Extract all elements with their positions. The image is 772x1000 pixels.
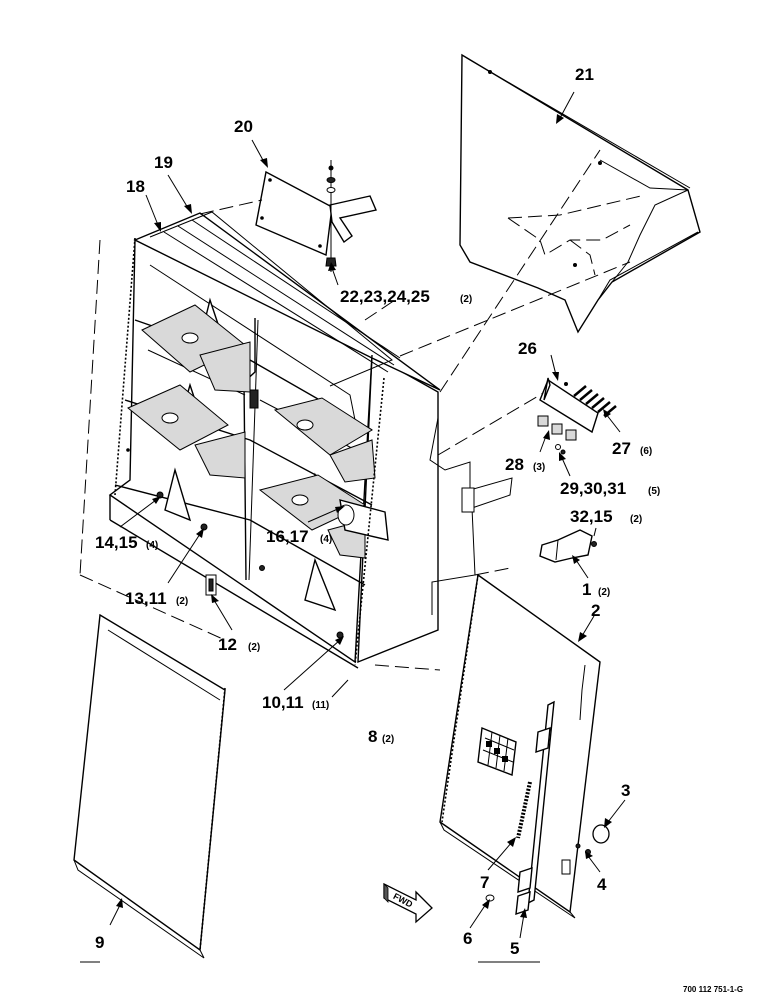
callout-9: 9 — [95, 933, 104, 952]
callout-2: 2 — [591, 601, 600, 620]
callout-32-15-qty: (2) — [630, 514, 642, 525]
callout-10-11-qty: (11) — [312, 700, 329, 711]
callout-1-qty: (2) — [598, 587, 610, 598]
figure-number: 700 112 751-1-G — [683, 985, 743, 994]
callout-29-31-qty: (5) — [648, 486, 660, 497]
shield-part-21 — [459, 53, 701, 334]
callout-29-31: 29,30,31 — [560, 479, 626, 498]
callout-13-11: 13,11 — [125, 589, 167, 608]
spring-part-7 — [516, 781, 532, 839]
chute-bracket-16-17 — [337, 499, 389, 541]
hinge-rods-part-8 — [114, 237, 385, 666]
warning-decal — [477, 727, 517, 776]
callout-19: 19 — [154, 153, 173, 172]
callout-16-17-qty: (4) — [320, 534, 332, 545]
callout-12: 12 — [218, 635, 237, 654]
callout-18: 18 — [126, 177, 145, 196]
callout-4: 4 — [597, 875, 607, 894]
callout-10-11: 10,11 — [262, 693, 304, 712]
washer-parts-29-31 — [555, 444, 566, 455]
knob-part-3 — [592, 824, 610, 844]
callout-14-15-qty: (4) — [146, 540, 158, 551]
latch-bar-part-5 — [515, 700, 555, 916]
callout-6: 6 — [463, 929, 472, 948]
rear-plate — [429, 417, 513, 615]
callout-22-25: 22,23,24,25 — [340, 287, 430, 306]
bracket-part-1 — [539, 529, 597, 563]
callout-8-qty: (2) — [382, 734, 394, 745]
callout-12-qty: (2) — [248, 642, 260, 653]
washer-part-6 — [485, 894, 495, 902]
door-part-2 — [439, 573, 601, 919]
callout-labels: 21 20 19 18 22,23,24,25 (2) 26 27 (6) 28… — [95, 65, 660, 958]
callout-13-11-qty: (2) — [176, 596, 188, 607]
callout-28-qty: (3) — [533, 462, 545, 473]
callout-1: 1 — [582, 580, 591, 599]
callout-8: 8 — [368, 727, 377, 746]
leader-lines — [109, 91, 626, 939]
bracket-part-20 — [255, 170, 377, 257]
callout-16-17: 16,17 — [266, 527, 309, 546]
callout-22-25-qty: (2) — [460, 294, 472, 305]
callout-26: 26 — [518, 339, 537, 358]
callout-3: 3 — [621, 781, 630, 800]
callout-21: 21 — [575, 65, 594, 84]
callout-27-qty: (6) — [640, 446, 652, 457]
callout-14-15: 14,15 — [95, 533, 138, 552]
door-part-9 — [73, 613, 226, 959]
callout-32-15: 32,15 — [570, 507, 613, 526]
callout-7: 7 — [480, 873, 489, 892]
callout-20: 20 — [234, 117, 253, 136]
bracket-part-26 — [537, 377, 599, 441]
callout-27: 27 — [612, 439, 631, 458]
alignment-lines — [79, 149, 631, 671]
latch-parts — [205, 389, 259, 596]
callout-28: 28 — [505, 455, 524, 474]
forward-arrow: FWD — [383, 882, 433, 924]
callout-5: 5 — [510, 939, 519, 958]
